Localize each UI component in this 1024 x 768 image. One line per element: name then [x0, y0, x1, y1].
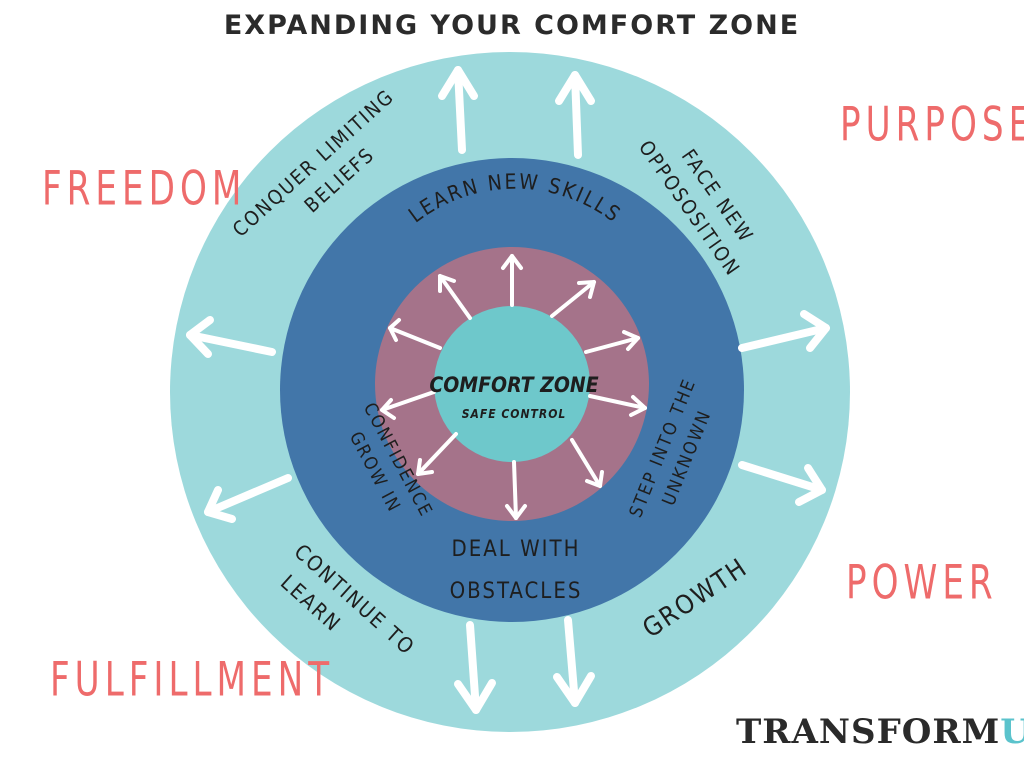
arrow-right-upper-icon — [738, 310, 830, 352]
page-title: EXPANDING YOUR COMFORT ZONE — [223, 10, 801, 41]
outcome-freedom: FREEDOM — [42, 160, 247, 216]
inner-arrow-wnw-icon — [388, 318, 442, 350]
brand-main: TRANSFORM — [736, 712, 1001, 752]
inner-arrows — [380, 254, 647, 520]
inner-arrow-sw-icon — [416, 432, 458, 476]
outer-arrows — [186, 66, 830, 714]
inner-arrow-nnw-icon — [438, 274, 472, 320]
inner-arrow-nne-icon — [550, 280, 596, 318]
deal-line-1: DEAL WITH — [452, 537, 581, 562]
arrow-down-left-icon — [454, 621, 496, 714]
arrow-up-right-icon — [555, 71, 595, 159]
brand-accent: U — [1000, 712, 1024, 752]
outcome-power: POWER — [846, 554, 998, 610]
core-subtitle: SAFE CONTROL — [462, 407, 567, 421]
outcome-fulfillment: FULFILLMENT — [50, 651, 335, 707]
outcome-purpose: PURPOSE — [840, 96, 1024, 152]
deal-line-2: OBSTACLES — [450, 579, 583, 604]
arrow-right-lower-icon — [738, 461, 826, 506]
core-circle — [434, 306, 590, 462]
arrow-down-right-icon — [553, 616, 595, 707]
brand-logo: TRANSFORMU — [736, 712, 1024, 752]
inner-arrow-se-icon — [570, 438, 604, 488]
inner-arrow-w-icon — [380, 390, 436, 420]
core-title: COMFORT ZONE — [429, 373, 598, 397]
arrow-up-left-icon — [438, 66, 478, 154]
inner-arrow-s-icon — [505, 460, 527, 520]
arrow-left-upper-icon — [186, 316, 276, 358]
inner-arrow-ene-icon — [584, 330, 640, 354]
arrow-left-lower-icon — [204, 474, 292, 523]
inner-arrow-e-icon — [588, 394, 647, 417]
inner-arrow-n-icon — [501, 254, 523, 307]
